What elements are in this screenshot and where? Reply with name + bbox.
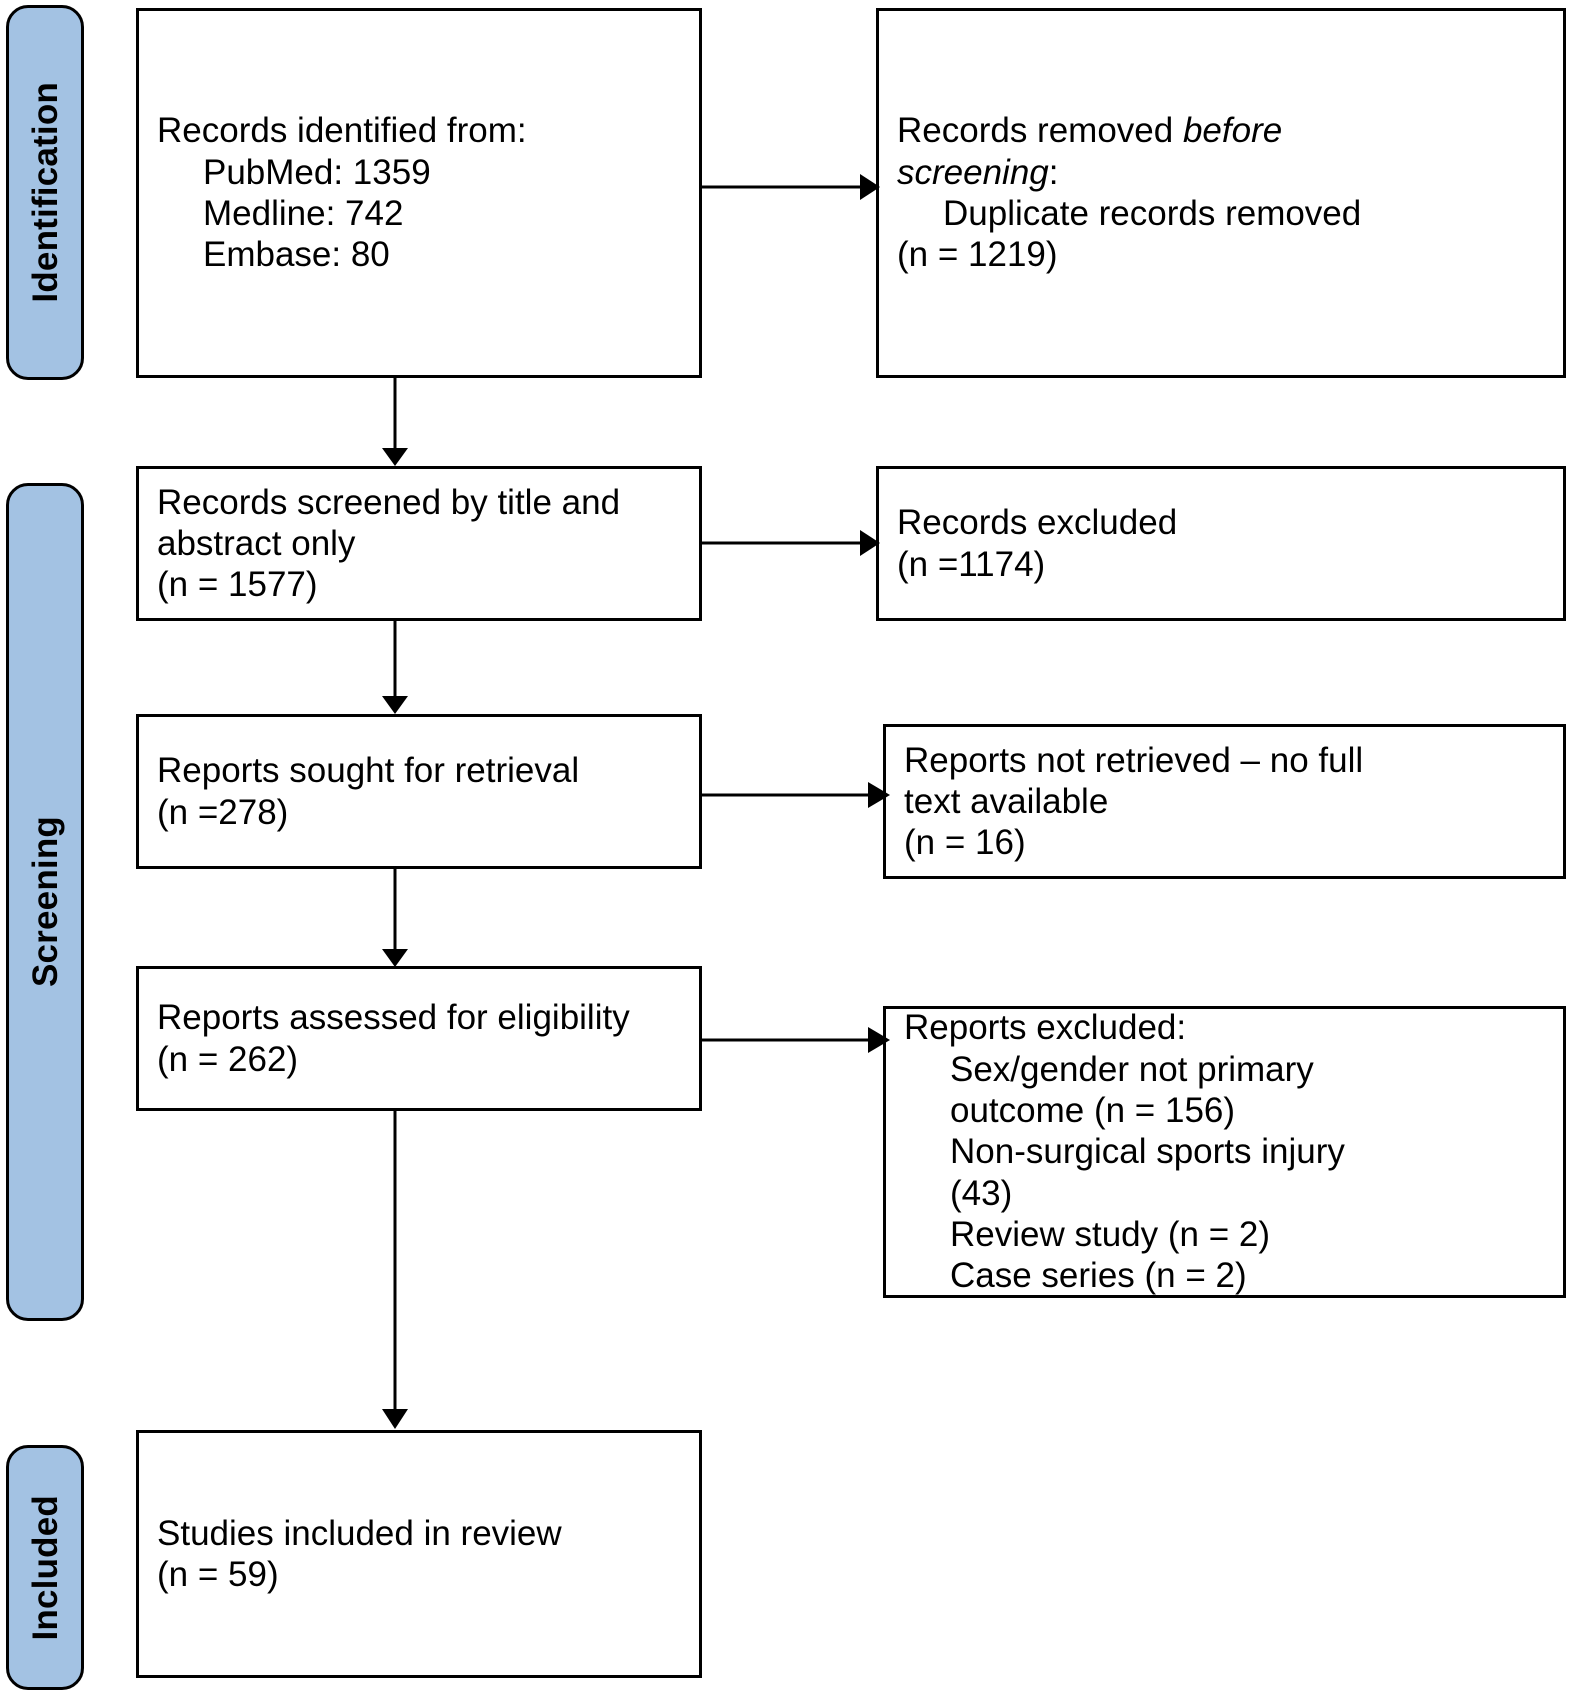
arrow-assessed-to-excluded [702,1025,892,1055]
reports-sought-text: Reports sought for retrieval (n =278) [139,750,699,833]
records-removed-line-3: (n = 1219) [897,235,1058,275]
records-screened-text: Records screened by title and abstract o… [139,482,699,606]
reports-excluded-line-3: Non-surgical sports injury [950,1132,1345,1172]
before-emphasis: before [1182,111,1283,151]
records-excluded-text: Records excluded (n =1174) [879,502,1563,585]
records-screened-line-2: (n = 1577) [157,565,318,605]
arrow-assessed-to-included [380,1111,410,1431]
box-records-excluded: Records excluded (n =1174) [876,466,1566,621]
reports-excluded-line-5: Review study (n = 2) [950,1214,1270,1254]
arrow-identified-to-removed [702,172,882,202]
reports-excluded-line-4: (43) [950,1173,1013,1213]
box-records-identified: Records identified from: PubMed: 1359 Me… [136,8,702,378]
records-removed-text: Records removed before screening: Duplic… [879,110,1563,275]
box-reports-assessed: Reports assessed for eligibility (n = 26… [136,966,702,1111]
box-reports-excluded: Reports excluded: Sex/gender not primary… [883,1006,1566,1298]
arrow-sought-to-not-retrieved [702,780,892,810]
reports-not-retrieved-text: Reports not retrieved – no full text ava… [886,740,1563,864]
arrow-identified-to-screened [380,378,410,468]
stage-label-identification: Identification [25,82,65,303]
reports-excluded-line-1: Sex/gender not primary [950,1049,1314,1089]
stage-bar-screening: Screening [6,483,84,1321]
records-identified-line-2: Medline: 742 [203,194,404,233]
box-records-removed: Records removed before screening: Duplic… [876,8,1566,378]
reports-assessed-line-1: (n = 262) [157,1039,299,1079]
box-reports-sought: Reports sought for retrieval (n =278) [136,714,702,869]
stage-label-included: Included [25,1494,65,1641]
records-removed-line-1: screening: [897,152,1059,192]
reports-sought-line-0: Reports sought for retrieval [157,751,580,791]
records-excluded-line-0: Records excluded [897,503,1178,543]
reports-excluded-line-0: Reports excluded: [904,1008,1187,1048]
screening-emphasis: screening [897,152,1049,192]
box-studies-included: Studies included in review (n = 59) [136,1430,702,1678]
studies-included-text: Studies included in review (n = 59) [139,1513,699,1596]
reports-not-retrieved-line-2: (n = 16) [904,823,1026,863]
reports-excluded-text: Reports excluded: Sex/gender not primary… [886,1007,1563,1296]
records-identified-text: Records identified from: PubMed: 1359 Me… [139,110,699,275]
records-removed-line-2: Duplicate records removed [943,194,1362,233]
records-identified-line-0: Records identified from: [157,111,527,151]
arrow-screened-to-excluded [702,528,882,558]
stage-bar-included: Included [6,1445,84,1690]
records-excluded-line-1: (n =1174) [897,544,1046,584]
reports-not-retrieved-line-1: text available [904,781,1109,821]
box-reports-not-retrieved: Reports not retrieved – no full text ava… [883,724,1566,879]
reports-assessed-line-0: Reports assessed for eligibility [157,998,630,1038]
records-identified-line-1: PubMed: 1359 [203,152,431,192]
reports-not-retrieved-line-0: Reports not retrieved – no full [904,740,1364,780]
arrow-screened-to-sought [380,621,410,716]
studies-included-line-0: Studies included in review [157,1513,562,1553]
records-screened-line-0: Records screened by title and [157,482,621,522]
records-removed-line-0: Records removed before [897,111,1283,151]
records-identified-line-3: Embase: 80 [203,235,390,275]
arrow-sought-to-assessed [380,869,410,969]
records-screened-line-1: abstract only [157,523,356,563]
reports-sought-line-1: (n =278) [157,792,289,832]
reports-assessed-text: Reports assessed for eligibility (n = 26… [139,997,699,1080]
stage-label-screening: Screening [25,816,65,988]
reports-excluded-line-2: outcome (n = 156) [950,1091,1236,1131]
reports-excluded-line-6: Case series (n = 2) [950,1256,1247,1296]
stage-bar-identification: Identification [6,5,84,380]
box-records-screened: Records screened by title and abstract o… [136,466,702,621]
studies-included-line-1: (n = 59) [157,1555,279,1594]
